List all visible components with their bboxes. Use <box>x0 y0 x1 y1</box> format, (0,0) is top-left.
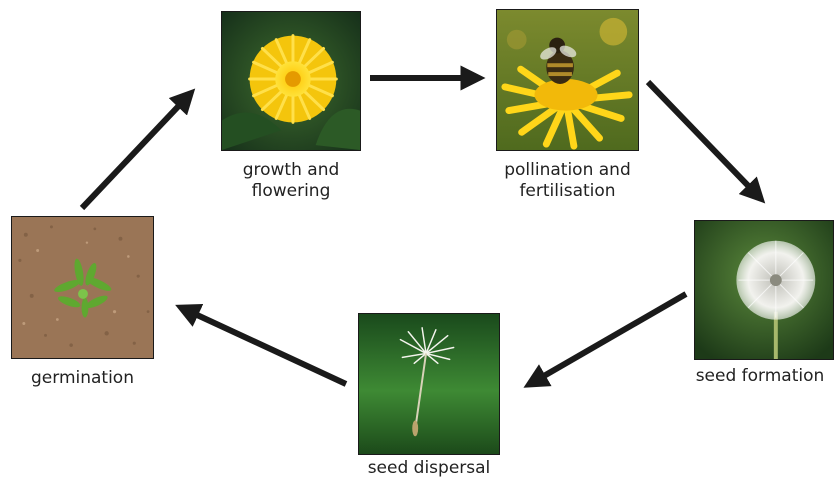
growth-flowering-photo <box>221 11 361 151</box>
seedling-icon <box>12 217 153 358</box>
dandelion-clock-icon <box>695 221 833 359</box>
arrow-dispersal-to-germination <box>175 303 348 387</box>
seed-dispersal-label: seed dispersal <box>344 458 514 479</box>
seed-formation-label: seed formation <box>686 366 834 387</box>
pollination-photo <box>496 9 639 151</box>
pollination-label-line2: fertilisation <box>519 181 616 201</box>
arrow-seed-formation-to-dispersal <box>523 291 688 388</box>
growth-flowering-label: growth and flowering <box>211 160 371 202</box>
bee-on-flower-icon <box>497 10 638 150</box>
arrow-germination-to-growth <box>79 88 196 211</box>
seed-formation-photo <box>694 220 834 360</box>
arrow-pollination-to-seed-formation <box>645 79 766 204</box>
germination-photo <box>11 216 154 359</box>
germination-label: germination <box>11 368 154 389</box>
seed-dispersal-label-line1: seed dispersal <box>367 458 491 478</box>
pollination-label-line1: pollination and <box>504 160 631 180</box>
growth-label-line2: flowering <box>251 181 331 201</box>
seed-formation-label-line1: seed formation <box>695 366 825 386</box>
germination-label-line1: germination <box>31 368 134 388</box>
floating-seed-icon <box>359 314 499 454</box>
dandelion-flower-icon <box>222 12 360 150</box>
pollination-label: pollination and fertilisation <box>482 160 653 202</box>
seed-dispersal-photo <box>358 313 500 455</box>
growth-label-line1: growth and <box>242 160 340 180</box>
